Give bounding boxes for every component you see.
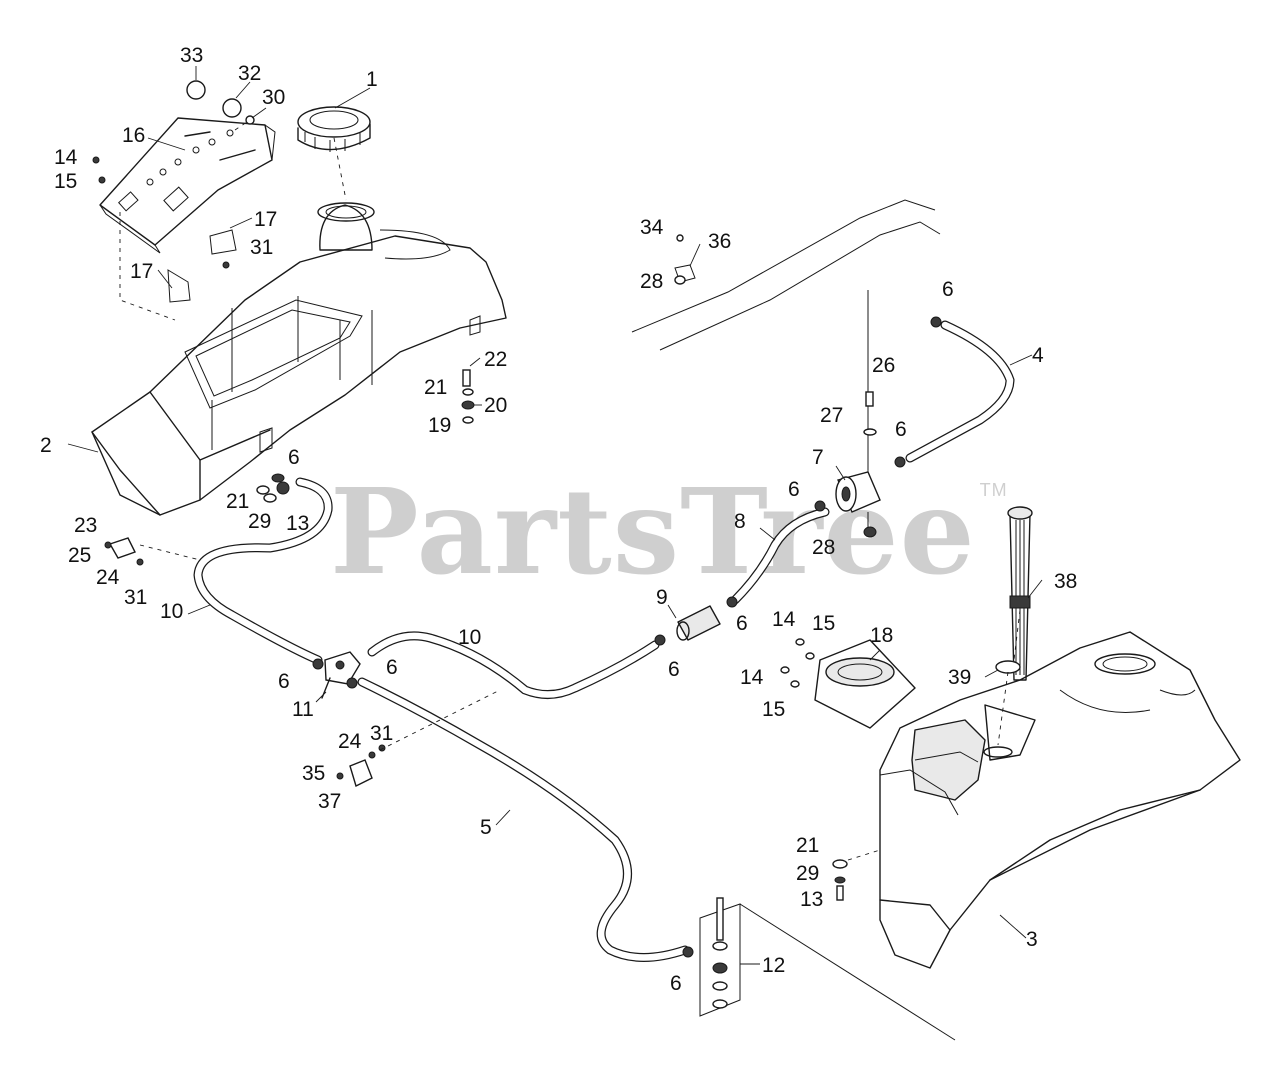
trademark-symbol: TM: [979, 480, 1008, 500]
callout-6: 6: [288, 446, 300, 469]
control-panel: [99, 117, 276, 303]
callout-2: 2: [40, 434, 52, 457]
callout-22: 22: [484, 348, 507, 371]
right-fuel-tank: [879, 631, 1241, 969]
callout-15: 15: [54, 170, 77, 193]
callout-16: 16: [122, 124, 145, 147]
callout-27: 27: [820, 404, 843, 427]
callout-6: 6: [788, 478, 800, 501]
fuel-filter: [676, 605, 721, 641]
callout-14: 14: [740, 666, 764, 689]
callout-12: 12: [762, 954, 785, 977]
callout-11: 11: [292, 698, 314, 721]
callout-10: 10: [458, 626, 481, 649]
fuel-sender: [995, 506, 1033, 681]
callout-36: 36: [708, 230, 731, 253]
left-fuel-tank: [91, 202, 507, 516]
callout-15: 15: [762, 698, 785, 721]
callout-8: 8: [734, 510, 746, 533]
callout-28: 28: [640, 270, 663, 293]
callout-6: 6: [736, 612, 748, 635]
callout-13: 13: [286, 512, 309, 535]
callout-38: 38: [1054, 570, 1077, 593]
callout-29: 29: [248, 510, 271, 533]
callout-24: 24: [338, 730, 362, 753]
fuel-cap: [297, 106, 371, 152]
callout-31: 31: [250, 236, 273, 259]
control-rods: [631, 199, 941, 351]
callout-7: 7: [812, 446, 824, 469]
callout-21: 21: [424, 376, 447, 399]
fuel-hoses: [193, 320, 1015, 962]
callout-6: 6: [386, 656, 398, 679]
callout-1: 1: [366, 68, 378, 91]
callout-23: 23: [74, 514, 97, 537]
callout-6: 6: [668, 658, 680, 681]
callout-31: 31: [370, 722, 393, 745]
callout-14: 14: [772, 608, 796, 631]
callout-21: 21: [796, 834, 819, 857]
callout-3: 3: [1026, 928, 1038, 951]
callout-17: 17: [130, 260, 153, 283]
hardware: [92, 80, 942, 1009]
callout-10: 10: [160, 600, 183, 623]
callout-29: 29: [796, 862, 819, 885]
callout-25: 25: [68, 544, 91, 567]
callout-13: 13: [800, 888, 823, 911]
callout-9: 9: [656, 586, 668, 609]
callout-18: 18: [870, 624, 893, 647]
leader-lines: [67, 66, 1043, 965]
callout-31: 31: [124, 586, 147, 609]
fuel-gauge-housing: [814, 639, 916, 729]
callout-6: 6: [942, 278, 954, 301]
callout-19: 19: [428, 414, 451, 437]
callout-34: 34: [640, 216, 664, 239]
callout-39: 39: [948, 666, 971, 689]
callout-35: 35: [302, 762, 325, 785]
callout-24: 24: [96, 566, 120, 589]
callout-6: 6: [895, 418, 907, 441]
callout-20: 20: [484, 394, 507, 417]
assembly-lines: [119, 119, 1021, 861]
callout-33: 33: [180, 44, 203, 67]
fuel-valve: [321, 651, 361, 699]
callout-30: 30: [262, 86, 285, 109]
callout-5: 5: [480, 816, 492, 839]
callout-37: 37: [318, 790, 341, 813]
callout-17: 17: [254, 208, 277, 231]
callout-4: 4: [1032, 344, 1044, 367]
callout-28: 28: [812, 536, 835, 559]
callout-6: 6: [670, 972, 682, 995]
callout-21: 21: [226, 490, 249, 513]
mounting-bracket: [699, 903, 956, 1041]
callout-15: 15: [812, 612, 835, 635]
callout-26: 26: [872, 354, 895, 377]
callout-32: 32: [238, 62, 261, 85]
callout-labels: 1 2 3 4 5 6 6 6 6 6 6 6 6 6 7 8 9 10 10 …: [40, 44, 1077, 995]
callout-14: 14: [54, 146, 78, 169]
callout-6: 6: [278, 670, 290, 693]
